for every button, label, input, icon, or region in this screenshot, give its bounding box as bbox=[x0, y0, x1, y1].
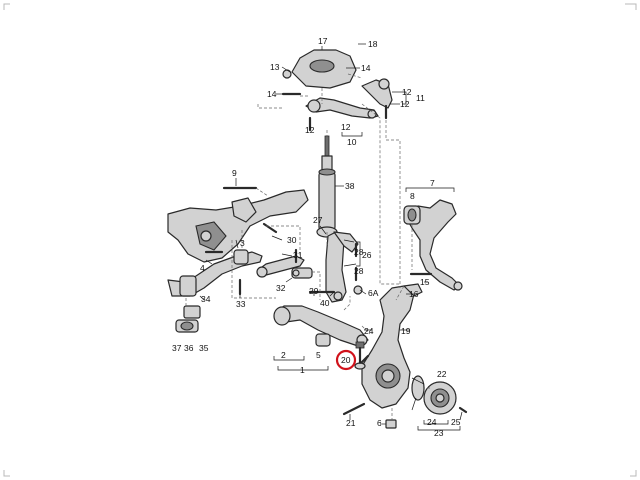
label-6a: 6A bbox=[368, 288, 379, 298]
ball-joint-20 bbox=[354, 341, 366, 370]
label-8: 8 bbox=[410, 191, 415, 201]
label-12-right-lower: 12 bbox=[400, 99, 410, 109]
label-25: 25 bbox=[451, 417, 461, 427]
label-18: 18 bbox=[368, 39, 378, 49]
label-40: 40 bbox=[320, 298, 330, 308]
label-33: 33 bbox=[236, 299, 246, 309]
label-3: 3 bbox=[240, 238, 245, 248]
label-11: 11 bbox=[416, 93, 425, 103]
label-27: 27 bbox=[313, 215, 323, 225]
lower-arm-right bbox=[403, 199, 463, 291]
label-38: 38 bbox=[345, 181, 355, 191]
upper-link-right bbox=[361, 78, 393, 120]
label-28-lower: 28 bbox=[354, 266, 364, 276]
lower-link-front bbox=[273, 305, 369, 347]
group-brackets bbox=[273, 91, 461, 431]
label-21: 21 bbox=[346, 418, 356, 428]
bolt-21 bbox=[342, 402, 366, 416]
label-19: 19 bbox=[401, 326, 411, 336]
label-36: 36 bbox=[184, 343, 194, 353]
label-4: 4 bbox=[200, 263, 205, 273]
label-32: 32 bbox=[276, 283, 286, 293]
bushing-set bbox=[175, 305, 201, 333]
upper-link-left bbox=[305, 97, 379, 132]
label-24-upper: 24 bbox=[364, 326, 374, 336]
label-5: 5 bbox=[316, 350, 321, 360]
label-16: 16 bbox=[409, 289, 419, 299]
frame-corners bbox=[3, 3, 637, 477]
label-28-upper: 28 bbox=[354, 247, 364, 257]
wheel-knuckle bbox=[358, 283, 423, 409]
guide-lines bbox=[185, 73, 430, 420]
wheel-hub bbox=[411, 375, 468, 415]
label-24-lower: 24 bbox=[427, 417, 437, 427]
coupling-link bbox=[325, 231, 363, 303]
label-35: 35 bbox=[199, 343, 209, 353]
strut-mount bbox=[281, 49, 357, 96]
label-14-lower: 14 bbox=[267, 89, 277, 99]
label-2: 2 bbox=[281, 350, 286, 360]
label-12-left: 12 bbox=[305, 125, 315, 135]
link-32 bbox=[291, 267, 313, 279]
label-17: 17 bbox=[318, 36, 328, 46]
bolt-3 bbox=[262, 222, 278, 234]
label-7: 7 bbox=[430, 178, 435, 188]
label-26: 26 bbox=[362, 250, 372, 260]
label-14-upper: 14 bbox=[361, 63, 371, 73]
label-23: 23 bbox=[434, 428, 444, 438]
subframe bbox=[167, 189, 309, 263]
nut-6 bbox=[385, 419, 397, 429]
label-15: 15 bbox=[420, 277, 430, 287]
label-1: 1 bbox=[300, 365, 305, 375]
leader-lines bbox=[199, 43, 463, 425]
highlight-circle bbox=[335, 349, 357, 371]
label-13: 13 bbox=[270, 62, 280, 72]
label-6: 6 bbox=[377, 418, 382, 428]
label-12-center: 12 bbox=[341, 122, 351, 132]
label-9: 9 bbox=[232, 168, 237, 178]
label-22: 22 bbox=[437, 369, 447, 379]
part-number-labels: 17 18 13 14 14 12 12 11 12 12 10 9 38 7 … bbox=[172, 36, 461, 438]
label-34: 34 bbox=[201, 294, 211, 304]
label-29: 29 bbox=[309, 286, 319, 296]
label-37: 37 bbox=[172, 343, 182, 353]
tie-rod bbox=[256, 248, 305, 278]
stabilizer-bar bbox=[167, 249, 263, 297]
label-12-right-upper: 12 bbox=[402, 87, 412, 97]
label-20: 20 bbox=[341, 355, 351, 365]
label-31: 31 bbox=[293, 250, 303, 260]
label-30: 30 bbox=[287, 235, 297, 245]
label-10: 10 bbox=[347, 137, 357, 147]
